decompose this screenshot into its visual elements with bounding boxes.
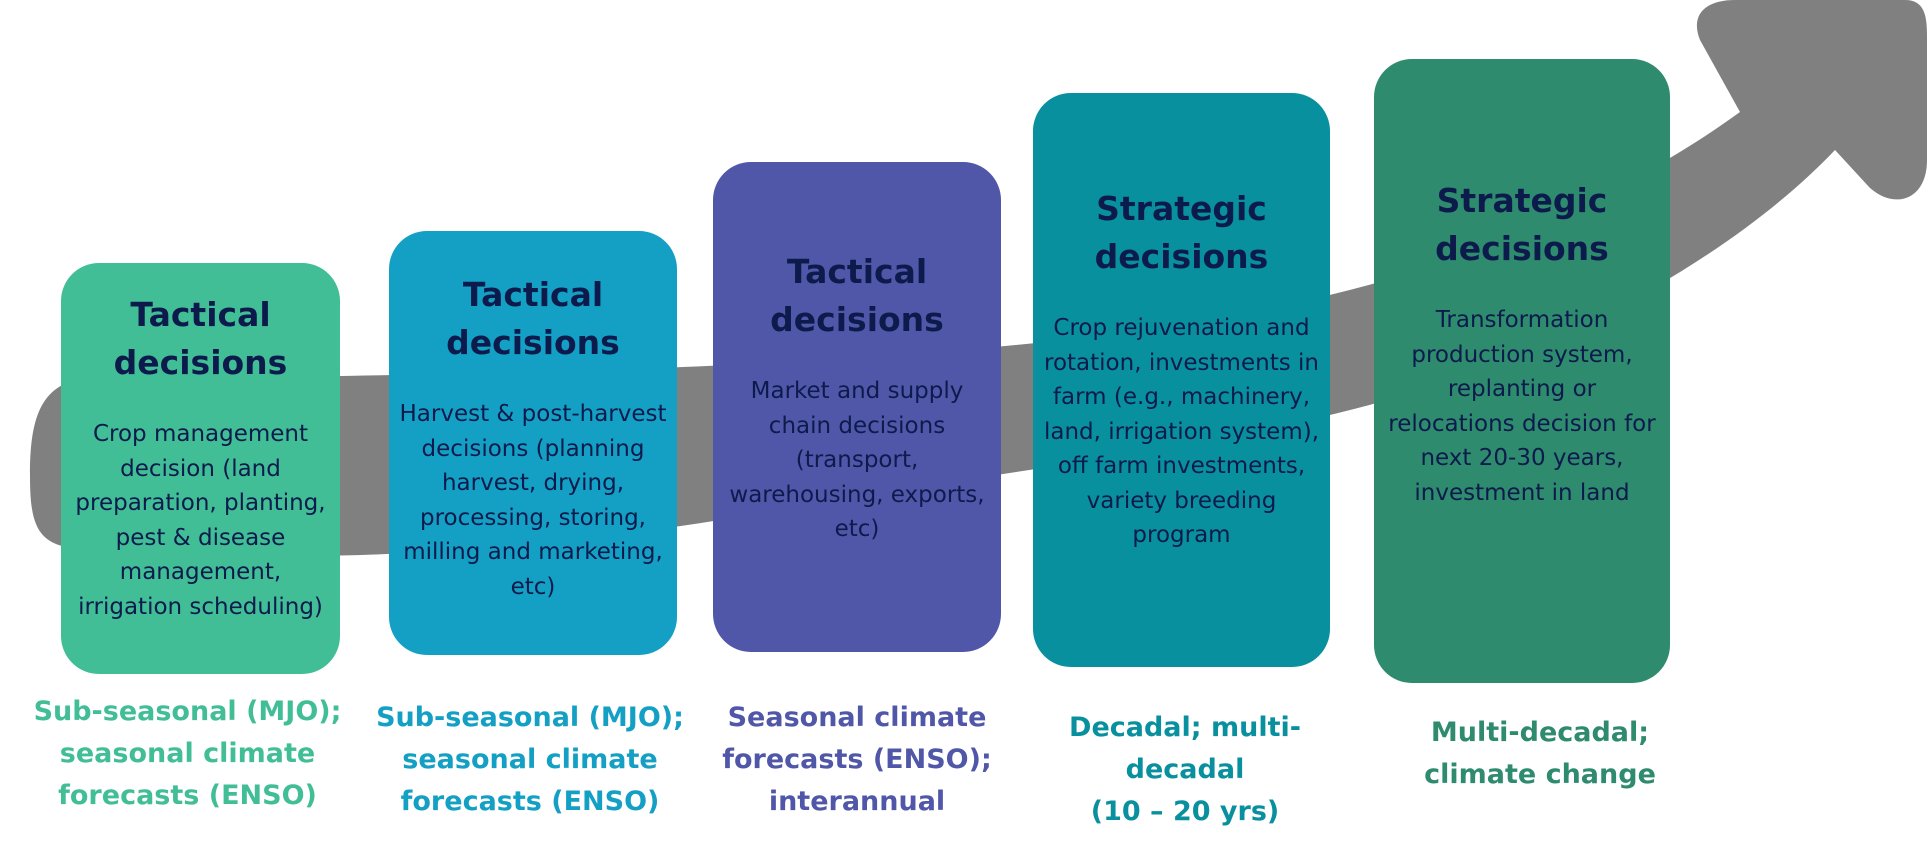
- card-5-title: Strategic decisions: [1435, 181, 1609, 268]
- decision-card-4: Strategic decisions Crop rejuvenation an…: [1033, 93, 1330, 667]
- card-1-description: Crop management decision (land preparati…: [75, 421, 326, 620]
- decision-card-1: Tactical decisions Crop management decis…: [61, 263, 340, 674]
- forecast-horizon-3: Seasonal climate forecasts (ENSO); inter…: [722, 702, 992, 817]
- decision-card-3: Tactical decisions Market and supply cha…: [713, 162, 1001, 652]
- card-1-title: Tactical decisions: [113, 295, 288, 382]
- card-2-description: Harvest & post-harvest decisions (planni…: [399, 401, 667, 600]
- card-4-title: Strategic decisions: [1094, 189, 1269, 276]
- forecast-horizon-1: Sub-seasonal (MJO); seasonal climate for…: [33, 696, 342, 811]
- card-5-description: Transformation production system, replan…: [1388, 307, 1656, 506]
- forecast-horizon-5: Multi-decadal; climate change: [1424, 717, 1656, 790]
- card-2-title: Tactical decisions: [446, 275, 620, 362]
- decision-card-2: Tactical decisions Harvest & post-harves…: [389, 231, 677, 655]
- decision-card-5: Strategic decisions Transformation produ…: [1374, 59, 1670, 683]
- card-4-description: Crop rejuvenation and rotation, investme…: [1043, 315, 1320, 548]
- card-3-title: Tactical decisions: [770, 252, 944, 339]
- card-3-description: Market and supply chain decisions (trans…: [729, 378, 985, 542]
- forecast-horizon-2: Sub-seasonal (MJO); seasonal climate for…: [376, 702, 684, 817]
- forecast-horizon-4: Decadal; multi- decadal (10 – 20 yrs): [1069, 712, 1301, 827]
